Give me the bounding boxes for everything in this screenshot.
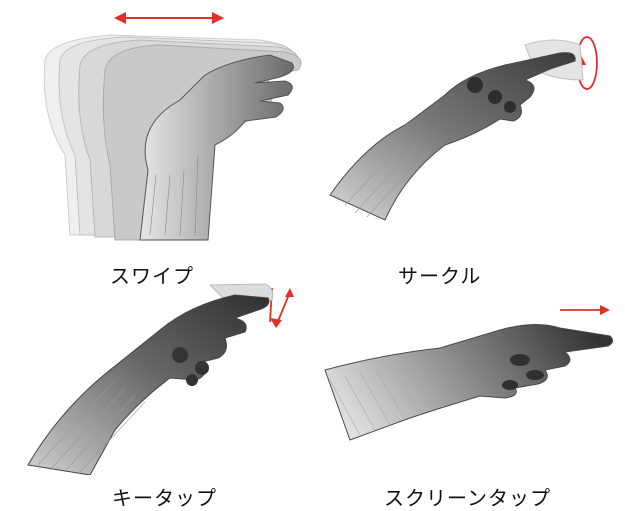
screentap-hand-icon — [325, 324, 613, 440]
circle-hand-illustration — [325, 25, 615, 250]
keytap-motion-arrow-icon — [270, 288, 294, 328]
keytap-panel — [20, 280, 310, 475]
screentap-motion-arrow-icon — [560, 305, 610, 315]
swipe-panel — [30, 5, 310, 250]
circle-hand-icon — [330, 53, 575, 220]
screentap-hand-illustration — [320, 300, 620, 450]
circle-panel — [325, 25, 615, 250]
swipe-hand-illustration — [30, 5, 310, 250]
keytap-hand-illustration — [20, 280, 310, 475]
keytap-hand-icon — [28, 295, 269, 475]
screentap-panel — [320, 300, 620, 450]
circle-caption: サークル — [398, 260, 481, 289]
swipe-motion-arrow-icon — [114, 12, 224, 24]
